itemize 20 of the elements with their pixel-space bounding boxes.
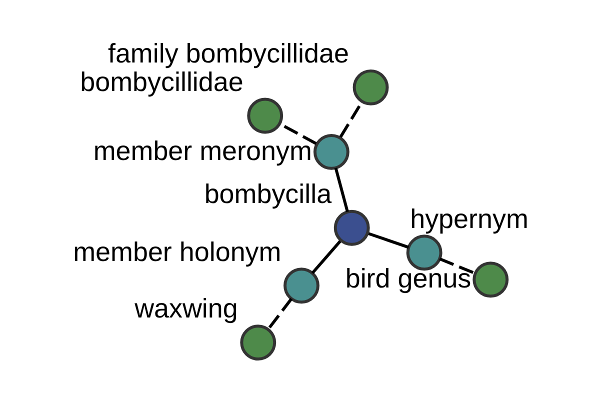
connector: [439, 258, 476, 275]
node-circle: [247, 98, 284, 134]
node-circle: [406, 234, 442, 271]
node-circle: [313, 134, 350, 170]
node-label: member meronym: [93, 136, 312, 166]
node-circle: [240, 324, 276, 361]
node-label: hypernym: [410, 204, 528, 234]
connector: [311, 240, 342, 274]
node-label: waxwing: [134, 294, 238, 324]
node-circle: [472, 262, 509, 298]
node-label: family bombycillidae: [108, 38, 349, 69]
connector: [368, 232, 410, 249]
node-label: member holonym: [73, 236, 282, 267]
connector: [334, 168, 349, 212]
node-circle: [352, 69, 389, 106]
node-label: bombycilla: [204, 179, 332, 210]
node-circle: [284, 268, 320, 304]
node-label: bird genus: [345, 264, 472, 294]
connector: [266, 298, 293, 330]
node-circle: [334, 210, 370, 246]
